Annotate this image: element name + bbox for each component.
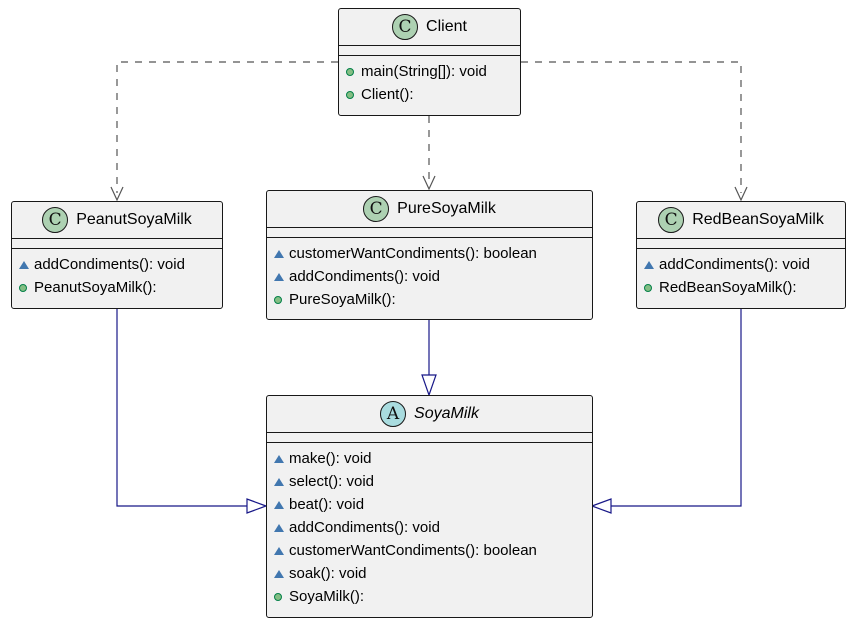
divider	[267, 432, 592, 433]
fields-compartment	[267, 433, 592, 442]
divider	[637, 248, 845, 249]
class-stereotype-icon: C	[392, 14, 419, 40]
method-signature: select(): void	[289, 473, 375, 490]
method-signature: RedBeanSoyaMilk():	[659, 279, 797, 296]
class-header: C PeanutSoyaMilk	[12, 202, 222, 238]
method-row: addCondiments(): void	[644, 253, 845, 276]
package-visibility-icon	[274, 272, 284, 281]
method-row: addCondiments(): void	[274, 265, 592, 288]
method-signature: beat(): void	[289, 496, 365, 513]
method-signature: soak(): void	[289, 565, 367, 582]
fields-compartment	[267, 228, 592, 237]
divider	[267, 442, 592, 443]
divider	[12, 248, 222, 249]
class-pure-soya-milk[interactable]: C PureSoyaMilk customerWantCondiments():…	[266, 190, 593, 320]
method-signature: addCondiments(): void	[289, 519, 440, 536]
method-signature: make(): void	[289, 450, 372, 467]
method-signature: SoyaMilk():	[289, 588, 365, 605]
class-header: C Client	[339, 9, 520, 45]
method-row: beat(): void	[274, 493, 592, 516]
method-row: PureSoyaMilk():	[274, 288, 592, 311]
class-name: RedBeanSoyaMilk	[692, 211, 824, 228]
method-signature: addCondiments(): void	[659, 256, 810, 273]
method-row: addCondiments(): void	[274, 516, 592, 539]
package-visibility-icon	[19, 260, 29, 269]
method-signature: addCondiments(): void	[34, 256, 185, 273]
class-header: C PureSoyaMilk	[267, 191, 592, 227]
methods-compartment: addCondiments(): void PeanutSoyaMilk():	[12, 249, 222, 303]
class-stereotype-icon: C	[658, 207, 685, 233]
generalization-arrowhead-right	[590, 498, 612, 514]
class-stereotype-icon: C	[42, 207, 69, 233]
method-row: customerWantCondiments(): boolean	[274, 539, 592, 562]
class-name: SoyaMilk	[414, 405, 479, 422]
method-row: SoyaMilk():	[274, 585, 592, 608]
method-signature: main(String[]): void	[361, 63, 487, 80]
fields-compartment	[12, 239, 222, 248]
generalization-arrowhead-left	[246, 498, 268, 514]
method-signature: customerWantCondiments(): boolean	[289, 542, 537, 559]
method-row: Client():	[346, 83, 520, 106]
package-visibility-icon	[274, 569, 284, 578]
class-header: C RedBeanSoyaMilk	[637, 202, 845, 238]
package-visibility-icon	[274, 523, 284, 532]
class-header: A SoyaMilk	[267, 396, 592, 432]
methods-compartment: main(String[]): void Client():	[339, 56, 520, 110]
method-row: RedBeanSoyaMilk():	[644, 276, 845, 299]
generalization-peanut-soyamilk	[116, 309, 247, 507]
fields-compartment	[637, 239, 845, 248]
class-red-bean-soya-milk[interactable]: C RedBeanSoyaMilk addCondiments(): void …	[636, 201, 846, 309]
public-visibility-icon	[644, 283, 652, 292]
public-visibility-icon	[19, 283, 27, 292]
package-visibility-icon	[274, 249, 284, 258]
abstract-stereotype-icon: A	[380, 401, 407, 427]
methods-compartment: customerWantCondiments(): boolean addCon…	[267, 238, 592, 315]
class-peanut-soya-milk[interactable]: C PeanutSoyaMilk addCondiments(): void P…	[11, 201, 223, 309]
package-visibility-icon	[644, 260, 654, 269]
dependency-client-peanut	[116, 61, 338, 193]
method-row: soak(): void	[274, 562, 592, 585]
class-soya-milk-abstract[interactable]: A SoyaMilk make(): void select(): void b…	[266, 395, 593, 618]
method-row: select(): void	[274, 470, 592, 493]
class-name: Client	[426, 18, 467, 35]
divider	[12, 238, 222, 239]
class-name: PureSoyaMilk	[397, 200, 496, 217]
package-visibility-icon	[274, 500, 284, 509]
public-visibility-icon	[274, 592, 282, 601]
class-stereotype-icon: C	[363, 196, 390, 222]
method-row: main(String[]): void	[346, 60, 520, 83]
method-signature: customerWantCondiments(): boolean	[289, 245, 537, 262]
methods-compartment: make(): void select(): void beat(): void…	[267, 443, 592, 612]
methods-compartment: addCondiments(): void RedBeanSoyaMilk():	[637, 249, 845, 303]
method-signature: PeanutSoyaMilk():	[34, 279, 157, 296]
divider	[267, 227, 592, 228]
package-visibility-icon	[274, 477, 284, 486]
generalization-arrowhead-top	[421, 374, 437, 397]
package-visibility-icon	[274, 546, 284, 555]
generalization-redbean-soyamilk	[611, 309, 742, 507]
divider	[637, 238, 845, 239]
fields-compartment	[339, 46, 520, 55]
dependency-arrowhead-peanut	[110, 186, 124, 202]
dependency-arrowhead-redbean	[734, 186, 748, 202]
method-row: customerWantCondiments(): boolean	[274, 242, 592, 265]
method-signature: PureSoyaMilk():	[289, 291, 396, 308]
public-visibility-icon	[274, 295, 282, 304]
package-visibility-icon	[274, 454, 284, 463]
method-signature: addCondiments(): void	[289, 268, 440, 285]
dependency-client-redbean	[521, 61, 742, 193]
divider	[339, 55, 520, 56]
public-visibility-icon	[346, 90, 354, 99]
dependency-arrowhead-pure	[422, 175, 436, 191]
divider	[339, 45, 520, 46]
public-visibility-icon	[346, 67, 354, 76]
class-client[interactable]: C Client main(String[]): void Client():	[338, 8, 521, 116]
class-name: PeanutSoyaMilk	[76, 211, 192, 228]
method-row: addCondiments(): void	[19, 253, 222, 276]
divider	[267, 237, 592, 238]
method-row: make(): void	[274, 447, 592, 470]
method-row: PeanutSoyaMilk():	[19, 276, 222, 299]
method-signature: Client():	[361, 86, 414, 103]
